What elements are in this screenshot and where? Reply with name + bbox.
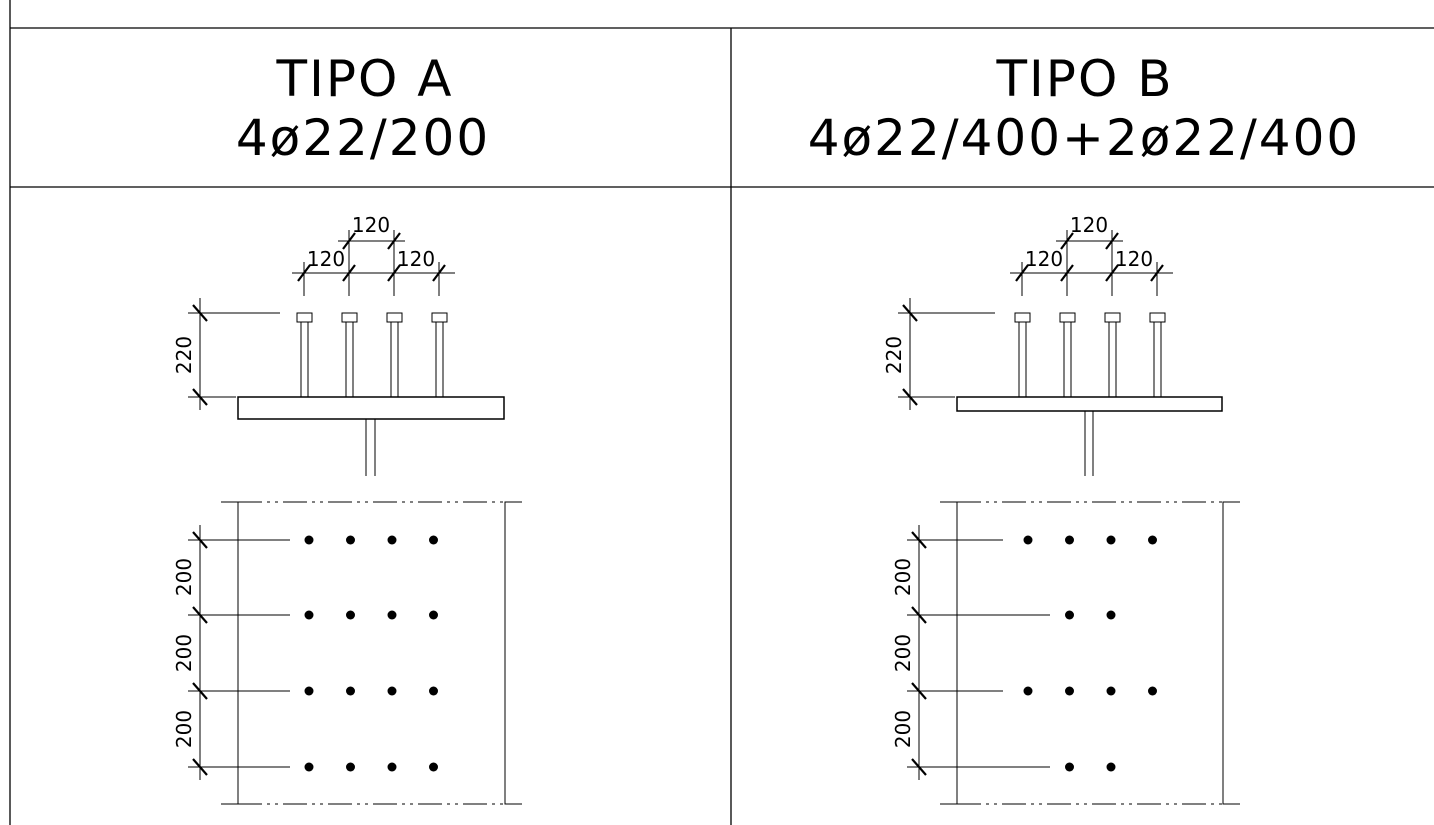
panel-a-spacing-label-3: 200 — [172, 710, 196, 748]
panel-b-spacing-dimension — [907, 525, 1050, 780]
panel-a-dim-height: 220 — [172, 336, 196, 374]
bolt-dot — [304, 535, 314, 545]
bolt-dot — [1148, 686, 1157, 696]
panel-b-dim-top: 120 — [1070, 213, 1108, 237]
panel-b-spacing-label-3: 200 — [891, 710, 915, 748]
panel-a-dim-top: 120 — [352, 213, 390, 237]
panel-b-subtitle: 4ø22/400+2ø22/400 — [808, 109, 1361, 167]
bolt-dot — [346, 535, 355, 545]
panel-b-plan-outline — [940, 501, 1240, 805]
panel-b-studs — [1014, 312, 1166, 398]
bolt-dot — [1106, 686, 1116, 696]
panel-a-dim-left: 120 — [307, 247, 345, 271]
panel-a-spacing-label-1: 200 — [172, 558, 196, 596]
panel-a-top-dimensions — [292, 230, 455, 296]
panel-a-title: TIPO A — [276, 50, 454, 108]
panel-b-title: TIPO B — [996, 50, 1174, 108]
table-frame — [9, 0, 1434, 825]
bolt-dot — [1065, 610, 1074, 620]
bolt-dot — [1106, 610, 1116, 620]
bolt-dot — [387, 686, 397, 696]
bolt-dot — [346, 686, 355, 696]
bolt-dot — [1065, 535, 1074, 545]
panel-a-base-plate — [237, 396, 505, 420]
bolt-dot — [387, 535, 397, 545]
panel-b-dim-left: 120 — [1025, 247, 1063, 271]
bolt-dot — [1023, 686, 1033, 696]
bolt-dot — [429, 762, 438, 772]
panel-a-plan-outline — [221, 501, 522, 805]
bolt-dot — [346, 610, 355, 620]
panel-a-dim-right: 120 — [397, 247, 435, 271]
panel-b-bolt-pattern — [1023, 535, 1157, 772]
panel-a-subtitle: 4ø22/200 — [236, 109, 490, 167]
bolt-dot — [304, 762, 314, 772]
bolt-dot — [387, 762, 397, 772]
panel-b-spacing-label-1: 200 — [891, 558, 915, 596]
bolt-dot — [429, 535, 438, 545]
bolt-dot — [1065, 762, 1074, 772]
bolt-dot — [1023, 535, 1033, 545]
panel-b-dim-right: 120 — [1115, 247, 1153, 271]
panel-b-column-web — [1084, 411, 1094, 476]
panel-a-height-dimension — [188, 298, 280, 410]
panel-b-detail: 120 120 120 220 — [882, 213, 1240, 805]
panel-b-height-dimension — [898, 298, 995, 410]
panel-a-spacing-label-2: 200 — [172, 634, 196, 672]
bolt-dot — [346, 762, 355, 772]
bolt-dot — [429, 686, 438, 696]
bolt-dot — [1065, 686, 1074, 696]
bolt-dot — [304, 610, 314, 620]
panel-a-studs — [296, 312, 448, 398]
panel-b-spacing-label-2: 200 — [891, 634, 915, 672]
panel-b-dim-height: 220 — [882, 336, 906, 374]
panel-a-spacing-dimension — [188, 525, 290, 780]
panel-a-detail: 120 120 120 220 — [172, 213, 522, 805]
bolt-dot — [1106, 762, 1116, 772]
panel-b-base-plate — [956, 396, 1223, 412]
bolt-dot — [1148, 535, 1157, 545]
panel-b-top-dimensions — [1010, 230, 1173, 296]
bolt-dot — [387, 610, 397, 620]
bolt-dot — [304, 686, 314, 696]
panel-a-bolt-pattern — [304, 535, 438, 772]
panel-a-column-web — [365, 419, 376, 476]
bolt-dot — [429, 610, 438, 620]
bolt-dot — [1106, 535, 1116, 545]
